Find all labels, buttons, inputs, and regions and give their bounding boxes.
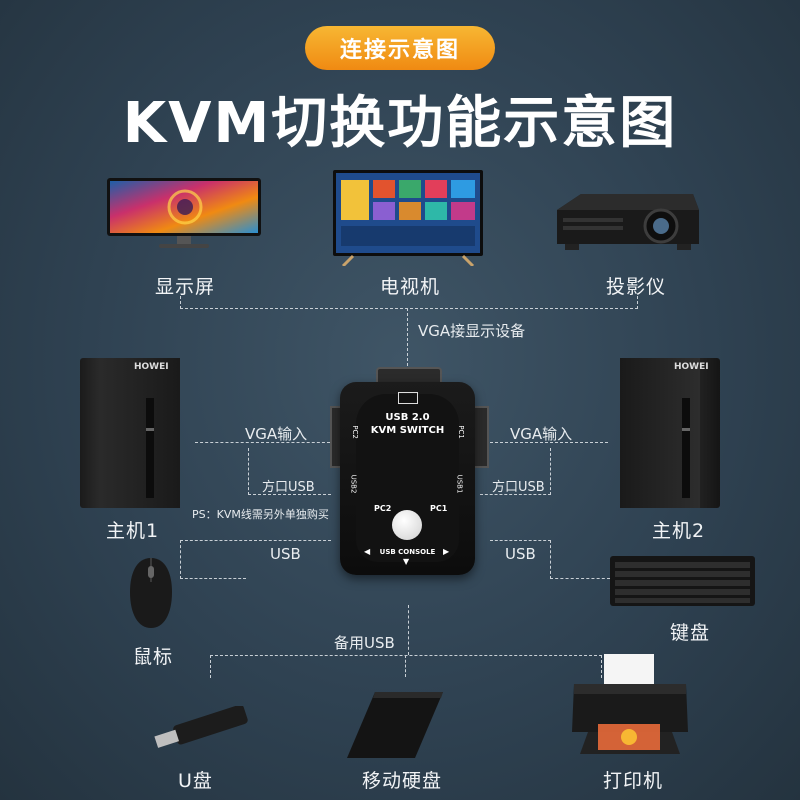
kvm-switch-button[interactable] — [392, 510, 422, 540]
pc1-image — [80, 358, 180, 508]
kvm-line2: KVM SWITCH — [370, 425, 445, 436]
usb-left-label: USB — [270, 545, 301, 563]
monitor-image — [107, 178, 261, 250]
projector-image — [553, 188, 703, 256]
display-connector-line — [180, 296, 638, 309]
display-trunk-line — [407, 308, 408, 366]
pc2-brand: HOWEI — [674, 362, 709, 372]
projector-label: 投影仪 — [606, 276, 667, 298]
vga-input-right-label: VGA输入 — [510, 425, 573, 443]
pc1-brand: HOWEI — [134, 362, 169, 372]
page-title: KVM切换功能示意图 — [122, 91, 678, 156]
ps-note: PS：KVM线需另外单独购买 — [192, 508, 329, 521]
arrow-down-icon: ▼ — [403, 557, 410, 566]
usb-port-left-label: 方口USB — [262, 480, 315, 495]
pc2-label: 主机2 — [652, 520, 706, 542]
usb-icon — [398, 392, 418, 404]
vga-right-line — [480, 442, 608, 443]
backup-usb-label: 备用USB — [334, 634, 395, 652]
keyboard-image — [610, 556, 755, 606]
kvm-line1: USB 2.0 — [385, 412, 430, 423]
kvm-console-label: USB CONSOLE — [379, 548, 436, 556]
printer-label: 打印机 — [603, 770, 664, 792]
vga-display-label: VGA接显示设备 — [418, 322, 526, 340]
tv-image — [333, 170, 483, 268]
printer-image — [568, 654, 692, 758]
keyboard-usb-line — [490, 540, 551, 579]
usb-right-label: USB — [505, 545, 536, 563]
arrow-right-icon: ▶ — [443, 547, 450, 556]
mouse-label: 鼠标 — [133, 646, 174, 668]
mouse-usb-line — [180, 540, 331, 579]
mouse-image — [128, 556, 174, 630]
kvm-side-usb2: USB2 — [349, 474, 358, 494]
arrow-left-icon: ◀ — [364, 547, 371, 556]
backup-usb-trunk — [408, 605, 409, 655]
kvm-side-pc2: PC2 — [350, 425, 359, 439]
kvm-side-usb1: USB1 — [455, 474, 464, 494]
vga-left-line — [195, 442, 330, 443]
hdd-image — [345, 690, 445, 760]
udisk-image — [150, 704, 250, 750]
usb-port-left-line — [248, 448, 331, 495]
usb-port-right-label: 方口USB — [492, 480, 545, 495]
pc1-label: 主机1 — [106, 520, 160, 542]
udisk-label: U盘 — [178, 770, 213, 792]
keyboard-label: 键盘 — [670, 622, 711, 644]
pc2-image — [620, 358, 720, 508]
tv-label: 电视机 — [380, 276, 441, 298]
hdd-label: 移动硬盘 — [362, 770, 443, 792]
mouse-usb-line-v — [180, 578, 246, 579]
backup-usb-line — [210, 655, 602, 678]
vga-input-left-label: VGA输入 — [245, 425, 308, 443]
backup-usb-mid — [405, 655, 406, 677]
usb-port-right-line — [480, 448, 551, 495]
kvm-side-pc1: PC1 — [456, 425, 465, 439]
keyboard-usb-line-h — [550, 578, 610, 579]
kvm-label-pc1: PC1 — [430, 504, 448, 513]
monitor-label: 显示屏 — [155, 276, 216, 298]
diagram-badge: 连接示意图 — [305, 26, 495, 70]
kvm-switch: USB 2.0 KVM SWITCH PC2 PC1 USB2 USB1 PC2… — [330, 362, 489, 577]
kvm-label-pc2: PC2 — [374, 504, 392, 513]
